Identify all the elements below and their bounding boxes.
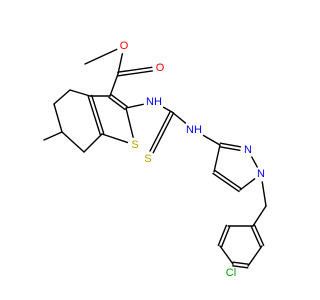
bond-ct-nh2: [171, 111, 187, 124]
bond-cc-c3: [109, 73, 119, 97]
bond-nh2-pz3: [202, 134, 221, 146]
atom-cl: Cl: [226, 267, 236, 279]
atom-o-carbonyl: O: [156, 62, 165, 74]
bond-c2-s1: [125, 107, 134, 138]
bond-c7a-c3a: [91, 94, 105, 135]
molecule-structure: O O S NH S NH N N Cl: [43, 40, 267, 279]
atom-label-layer: O O S NH S NH N N Cl: [120, 40, 265, 279]
bond-pz4-pz3: [213, 144, 221, 173]
atom-n-pyrazole-2: N: [244, 144, 252, 156]
bond-b1-b2: [250, 226, 262, 248]
bond-c3a-c4: [69, 89, 91, 97]
bond-n1-pz5: [239, 178, 256, 191]
atom-s-thione: S: [144, 153, 151, 165]
bond-n2-n1: [251, 156, 258, 168]
atom-nh-right: NH: [186, 124, 202, 136]
bond-c6-me: [43, 131, 63, 141]
bond-cc-o1-second: [117, 66, 153, 73]
bond-c5-c6: [53, 103, 63, 133]
bond-n1-ch2: [261, 181, 267, 207]
bond-ct-st-second: [152, 112, 175, 154]
bond-o2-cc: [117, 53, 124, 75]
bond-c7-c7a: [83, 133, 103, 153]
bond-b5-b6: [220, 225, 231, 248]
bond-c2-nh1: [125, 103, 144, 109]
bond-c7a-c3a-second: [87, 95, 101, 136]
bond-b5-b6-second: [217, 224, 228, 247]
bond-b3-b4: [232, 261, 249, 265]
bond-b3-b4-second: [232, 265, 249, 269]
bond-c3-c2: [108, 96, 126, 111]
bond-b2-b3: [247, 245, 263, 267]
bond-s1-c7a: [101, 133, 129, 144]
bond-ct-st: [149, 110, 172, 152]
bond-pz3-n2: [218, 146, 241, 152]
bond-ch2-b1: [252, 205, 267, 227]
bond-c3-c2-second: [110, 93, 128, 108]
atom-s-thiophene: S: [131, 139, 138, 151]
bond-pz5-pz4: [214, 169, 242, 190]
atom-nh-left: NH: [146, 96, 162, 108]
bond-o2-cme: [84, 48, 118, 65]
bond-c4-c5: [53, 89, 71, 105]
bond-b1-b2-second: [253, 224, 265, 246]
atom-n-pyrazole-1: N: [257, 168, 265, 180]
atom-o-ester: O: [120, 40, 129, 52]
bond-layer: [43, 48, 267, 269]
bond-b4-b5: [219, 245, 234, 265]
bond-pz3-n2-second: [219, 142, 242, 148]
bond-c6-c7: [61, 131, 85, 153]
bond-cc-o1: [117, 70, 154, 77]
bond-pz5-pz4-second: [212, 172, 240, 193]
